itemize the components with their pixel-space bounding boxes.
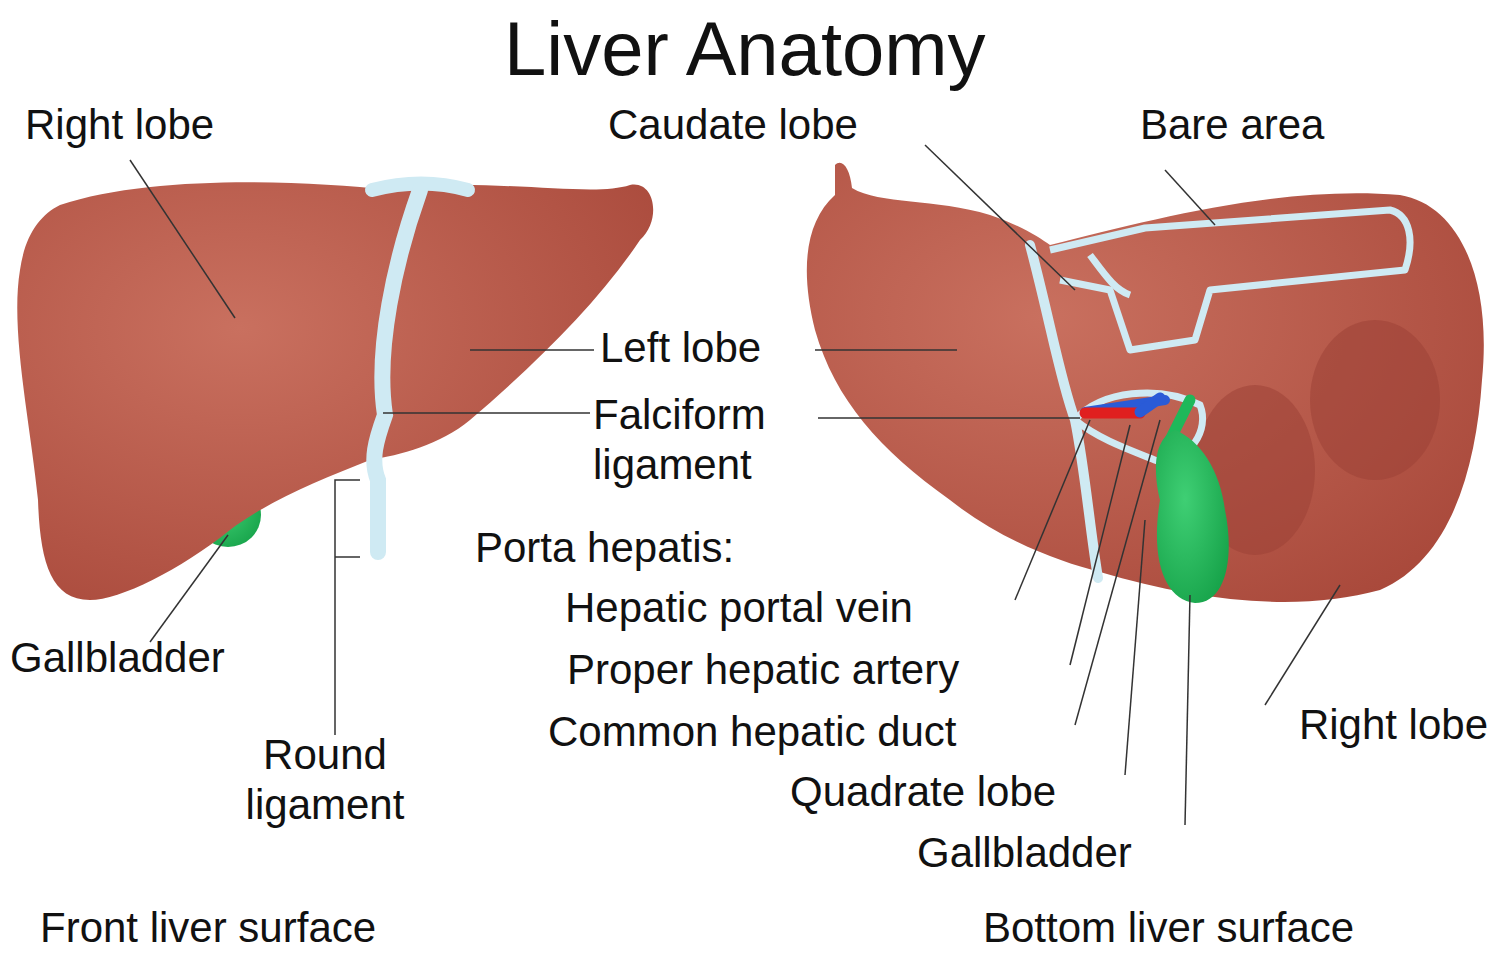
part-label: Right lobe xyxy=(25,100,214,150)
part-label: Round ligament xyxy=(205,730,445,830)
part-label: Gallbladder xyxy=(917,828,1132,878)
view-caption: Front liver surface xyxy=(40,903,376,953)
part-label: Hepatic portal vein xyxy=(565,583,913,633)
leader-lines xyxy=(130,145,1340,825)
part-label: Left lobe xyxy=(600,323,761,373)
part-label: Bare area xyxy=(1140,100,1324,150)
part-label: Gallbladder xyxy=(10,633,225,683)
part-label: Common hepatic duct xyxy=(548,707,957,757)
bottom-liver xyxy=(807,163,1484,603)
part-label: Proper hepatic artery xyxy=(567,645,959,695)
part-label: Falciform ligament xyxy=(593,390,813,490)
part-label: Quadrate lobe xyxy=(790,767,1056,817)
gallbladder-bottom xyxy=(1156,430,1229,603)
liver-outline-bottom xyxy=(807,163,1484,602)
part-label: Caudate lobe xyxy=(608,100,858,150)
part-label: Right lobe xyxy=(1299,700,1488,750)
diagram-title: Liver Anatomy xyxy=(504,6,986,92)
falciform-band xyxy=(374,190,420,552)
group-heading: Porta hepatis: xyxy=(475,523,734,573)
view-caption: Bottom liver surface xyxy=(983,903,1354,953)
